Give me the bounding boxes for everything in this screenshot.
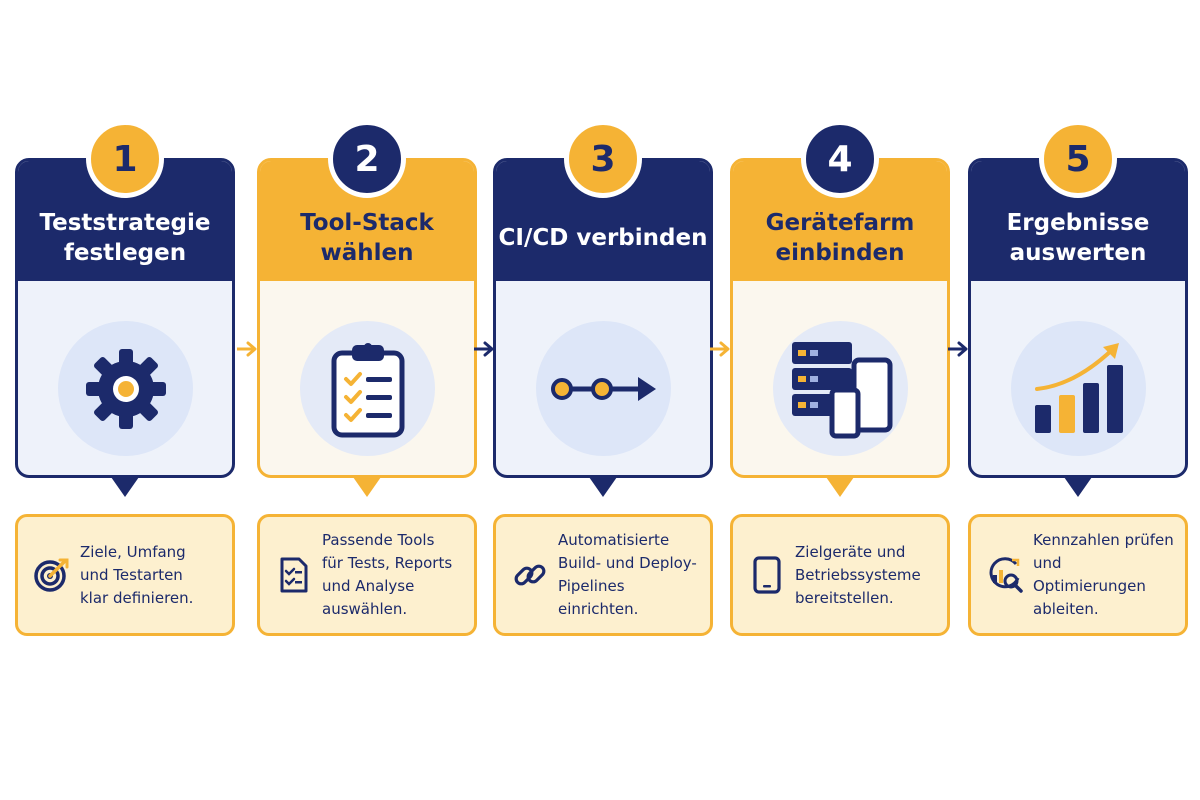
gear-icon [58, 321, 193, 456]
checklist-document-icon [274, 556, 314, 594]
connector-arrow-icon [474, 341, 494, 357]
step-card: Teststrategie festlegen [15, 158, 235, 478]
target-icon [32, 557, 72, 593]
step-4: Gerätefarm einbinden 4 Zielgeräte und Be… [730, 0, 950, 800]
step-card: Gerätefarm einbinden [730, 158, 950, 478]
step-card: Ergebnisse auswerten [968, 158, 1188, 478]
pointer-arrow [111, 477, 139, 497]
connector-arrow-icon [237, 341, 257, 357]
analytics-magnifier-icon [985, 556, 1025, 594]
step-description: Automatisierte Build- und Deploy- Pipeli… [558, 531, 697, 618]
tablet-icon [747, 555, 787, 595]
growth-chart-icon [1011, 321, 1146, 456]
server-devices-icon [773, 321, 908, 456]
step-description-box: Passende Tools für Tests, Reports und An… [257, 514, 477, 636]
step-description: Passende Tools für Tests, Reports und An… [322, 531, 453, 618]
pointer-arrow [826, 477, 854, 497]
pipeline-arrow-icon [536, 321, 671, 456]
step-description: Ziele, Umfang und Testarten klar definie… [80, 542, 194, 607]
step-description: Kennzahlen prüfen und Optimierungen able… [1033, 531, 1174, 618]
step-number-badge: 5 [1039, 120, 1117, 198]
pointer-arrow [589, 477, 617, 497]
step-title: Gerätefarm einbinden [733, 161, 947, 281]
step-number-badge: 3 [564, 120, 642, 198]
step-description-box: Automatisierte Build- und Deploy- Pipeli… [493, 514, 713, 636]
pointer-arrow [353, 477, 381, 497]
step-number-badge: 2 [328, 120, 406, 198]
connector-arrow-icon [710, 341, 730, 357]
step-2: Tool-Stack wählen 2 [257, 0, 477, 800]
step-description: Zielgeräte und Betriebssysteme bereitste… [795, 542, 921, 607]
step-description-box: Zielgeräte und Betriebssysteme bereitste… [730, 514, 950, 636]
step-5: Ergebnisse auswerten 5 Kennza [968, 0, 1188, 800]
step-number-badge: 1 [86, 120, 164, 198]
connector-arrow-icon [948, 341, 968, 357]
step-card: CI/CD verbinden [493, 158, 713, 478]
step-description-box: Kennzahlen prüfen und Optimierungen able… [968, 514, 1188, 636]
step-1: Teststrategie festlegen 1 [15, 0, 235, 800]
pointer-arrow [1064, 477, 1092, 497]
step-number-badge: 4 [801, 120, 879, 198]
clipboard-checklist-icon [300, 321, 435, 456]
step-card: Tool-Stack wählen [257, 158, 477, 478]
step-description-box: Ziele, Umfang und Testarten klar definie… [15, 514, 235, 636]
chain-link-icon [510, 558, 550, 592]
step-3: CI/CD verbinden 3 Automatisierte Build- … [493, 0, 713, 800]
